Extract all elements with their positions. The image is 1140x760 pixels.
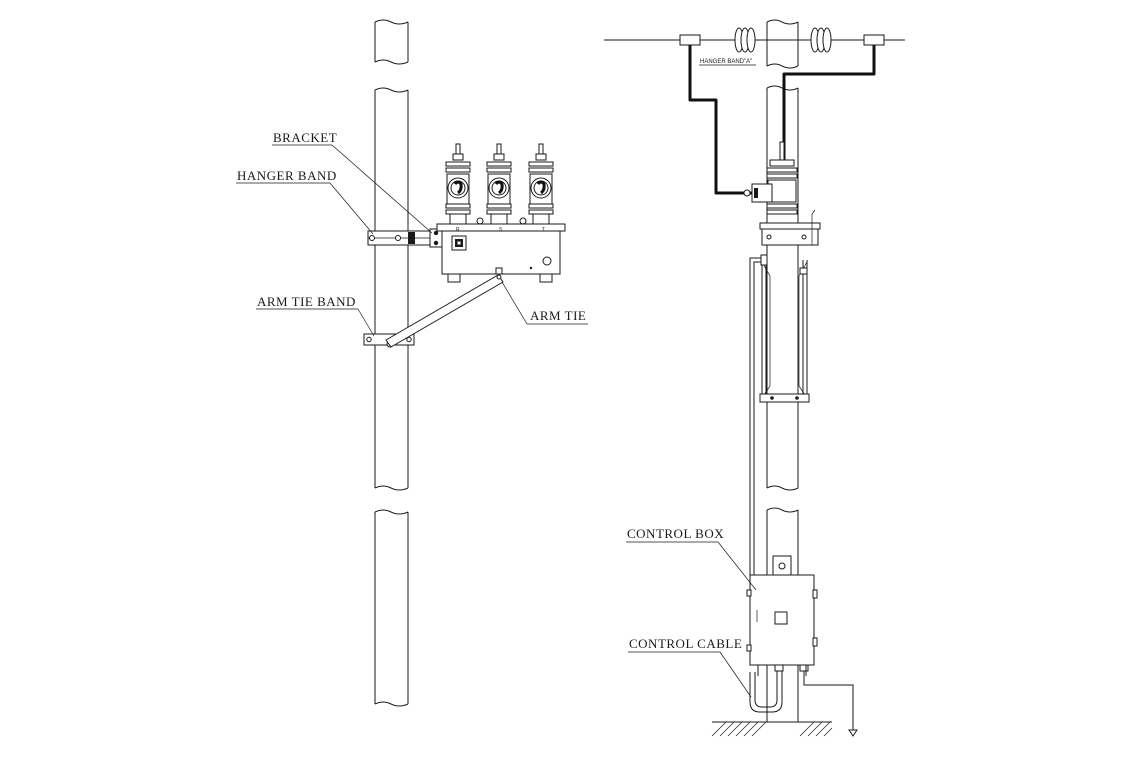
right-view: HANGER BAND"A" [604,19,905,737]
bushing-r [445,143,471,225]
label-control-box: CONTROL BOX [627,526,724,541]
label-arm-tie-band: ARM TIE BAND [257,294,356,309]
control-box [746,555,818,676]
label-hanger-band: HANGER BAND [237,168,337,183]
bushing-t [528,143,554,225]
left-view: R S T [236,19,588,707]
hanger-band [367,228,443,248]
overhead-line: HANGER BAND"A" [604,27,905,66]
grounding-lead [803,671,858,737]
control-cable-run [749,254,783,713]
phase-mark-t: T [542,227,545,233]
insulator-string-left [734,27,756,53]
left-leaders [236,144,588,337]
bushings [445,143,554,225]
insulator-string-right [810,27,832,53]
arm-tie [385,274,504,348]
phase-mark-r: R [456,227,460,233]
recloser-body: R S T [436,217,566,283]
recloser-side [743,141,821,246]
side-bracket-frame [759,260,810,403]
label-control-cable: CONTROL CABLE [629,636,742,651]
label-hanger-band-a: HANGER BAND"A" [700,59,752,65]
label-bracket: BRACKET [273,130,337,145]
ground-hatch [711,721,833,737]
right-leaders [626,541,757,698]
phase-mark-s: S [499,227,503,233]
jumper-cables [688,45,876,195]
bushing-s [486,143,512,225]
left-pole [374,19,409,707]
label-arm-tie: ARM TIE [530,308,586,323]
